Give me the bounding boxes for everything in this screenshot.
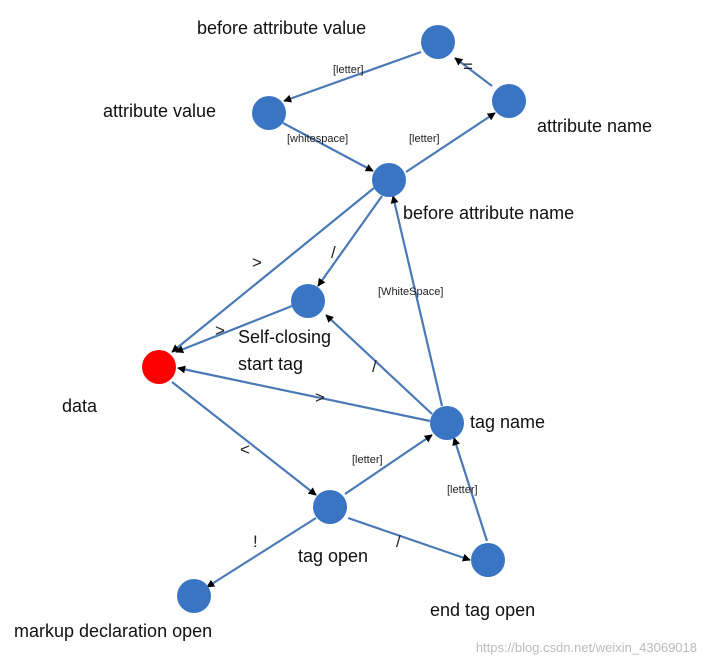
edge-ban-to-sc	[317, 195, 383, 287]
edge-an-to-bav	[454, 57, 493, 87]
edge-label-to-to-tn: [letter]	[352, 454, 383, 466]
label-markup-declaration-open: markup declaration open	[14, 621, 212, 641]
transition-labels: [letter] = [whitespace] [letter] > / > /…	[215, 57, 478, 551]
edge-label-eto-to-tn: [letter]	[447, 484, 478, 496]
node-self-closing-start-tag[interactable]	[291, 284, 325, 318]
transitions	[171, 50, 496, 588]
edge-data-to-to	[171, 381, 317, 496]
edge-tn-to-data	[177, 365, 431, 423]
edge-label-data-to-to: <	[240, 440, 250, 459]
node-markup-declaration-open[interactable]	[177, 579, 211, 613]
edge-tn-to-sc	[325, 314, 433, 415]
state-labels: before attribute value attribute value a…	[14, 18, 652, 641]
edge-label-tn-to-sc: /	[372, 357, 377, 376]
edge-to-to-tn	[344, 434, 433, 495]
label-end-tag-open: end tag open	[430, 600, 535, 620]
edge-label-ban-to-an: [letter]	[409, 133, 440, 145]
edge-label-ban-to-data: >	[252, 253, 262, 272]
node-before-attribute-name[interactable]	[372, 163, 406, 197]
node-data[interactable]	[142, 350, 176, 384]
label-data: data	[62, 396, 98, 416]
node-attribute-value[interactable]	[252, 96, 286, 130]
node-attribute-name[interactable]	[492, 84, 526, 118]
label-attribute-value: attribute value	[103, 101, 216, 121]
label-self-closing-line1: Self-closing	[238, 327, 331, 347]
edge-tn-to-ban	[390, 195, 444, 407]
label-tag-name: tag name	[470, 412, 545, 432]
label-before-attribute-value: before attribute value	[197, 18, 366, 38]
label-before-attribute-name: before attribute name	[403, 203, 574, 223]
edge-eto-to-tn	[452, 437, 489, 542]
label-attribute-name: attribute name	[537, 116, 652, 136]
edge-ban-to-data	[171, 187, 375, 353]
edge-to-to-eto	[347, 516, 471, 562]
node-tag-open[interactable]	[313, 490, 347, 524]
edge-label-sc-to-data: >	[215, 321, 225, 340]
edge-to-to-mdo	[206, 517, 317, 588]
edge-sc-to-data	[175, 304, 293, 354]
label-self-closing-line2: start tag	[238, 354, 303, 374]
edge-ban-to-an	[405, 112, 496, 173]
edge-bav-to-av	[283, 50, 422, 103]
edge-label-av-to-ban: [whitespace]	[287, 133, 348, 145]
node-before-attribute-value[interactable]	[421, 25, 455, 59]
node-end-tag-open[interactable]	[471, 543, 505, 577]
node-tag-name[interactable]	[430, 406, 464, 440]
edge-label-to-to-eto: /	[396, 532, 401, 551]
edge-av-to-ban	[282, 122, 374, 172]
edge-label-ban-to-sc: /	[331, 243, 336, 262]
edge-label-bav-to-av: [letter]	[333, 64, 364, 76]
states	[142, 25, 526, 613]
watermark-text: https://blog.csdn.net/weixin_43069018	[476, 640, 697, 655]
edge-label-tn-to-data: >	[315, 388, 325, 407]
edge-label-to-to-mdo: !	[253, 532, 258, 551]
label-tag-open: tag open	[298, 546, 368, 566]
edge-label-an-to-bav: =	[463, 57, 473, 76]
edge-label-tn-to-ban: [WhiteSpace]	[378, 286, 443, 298]
